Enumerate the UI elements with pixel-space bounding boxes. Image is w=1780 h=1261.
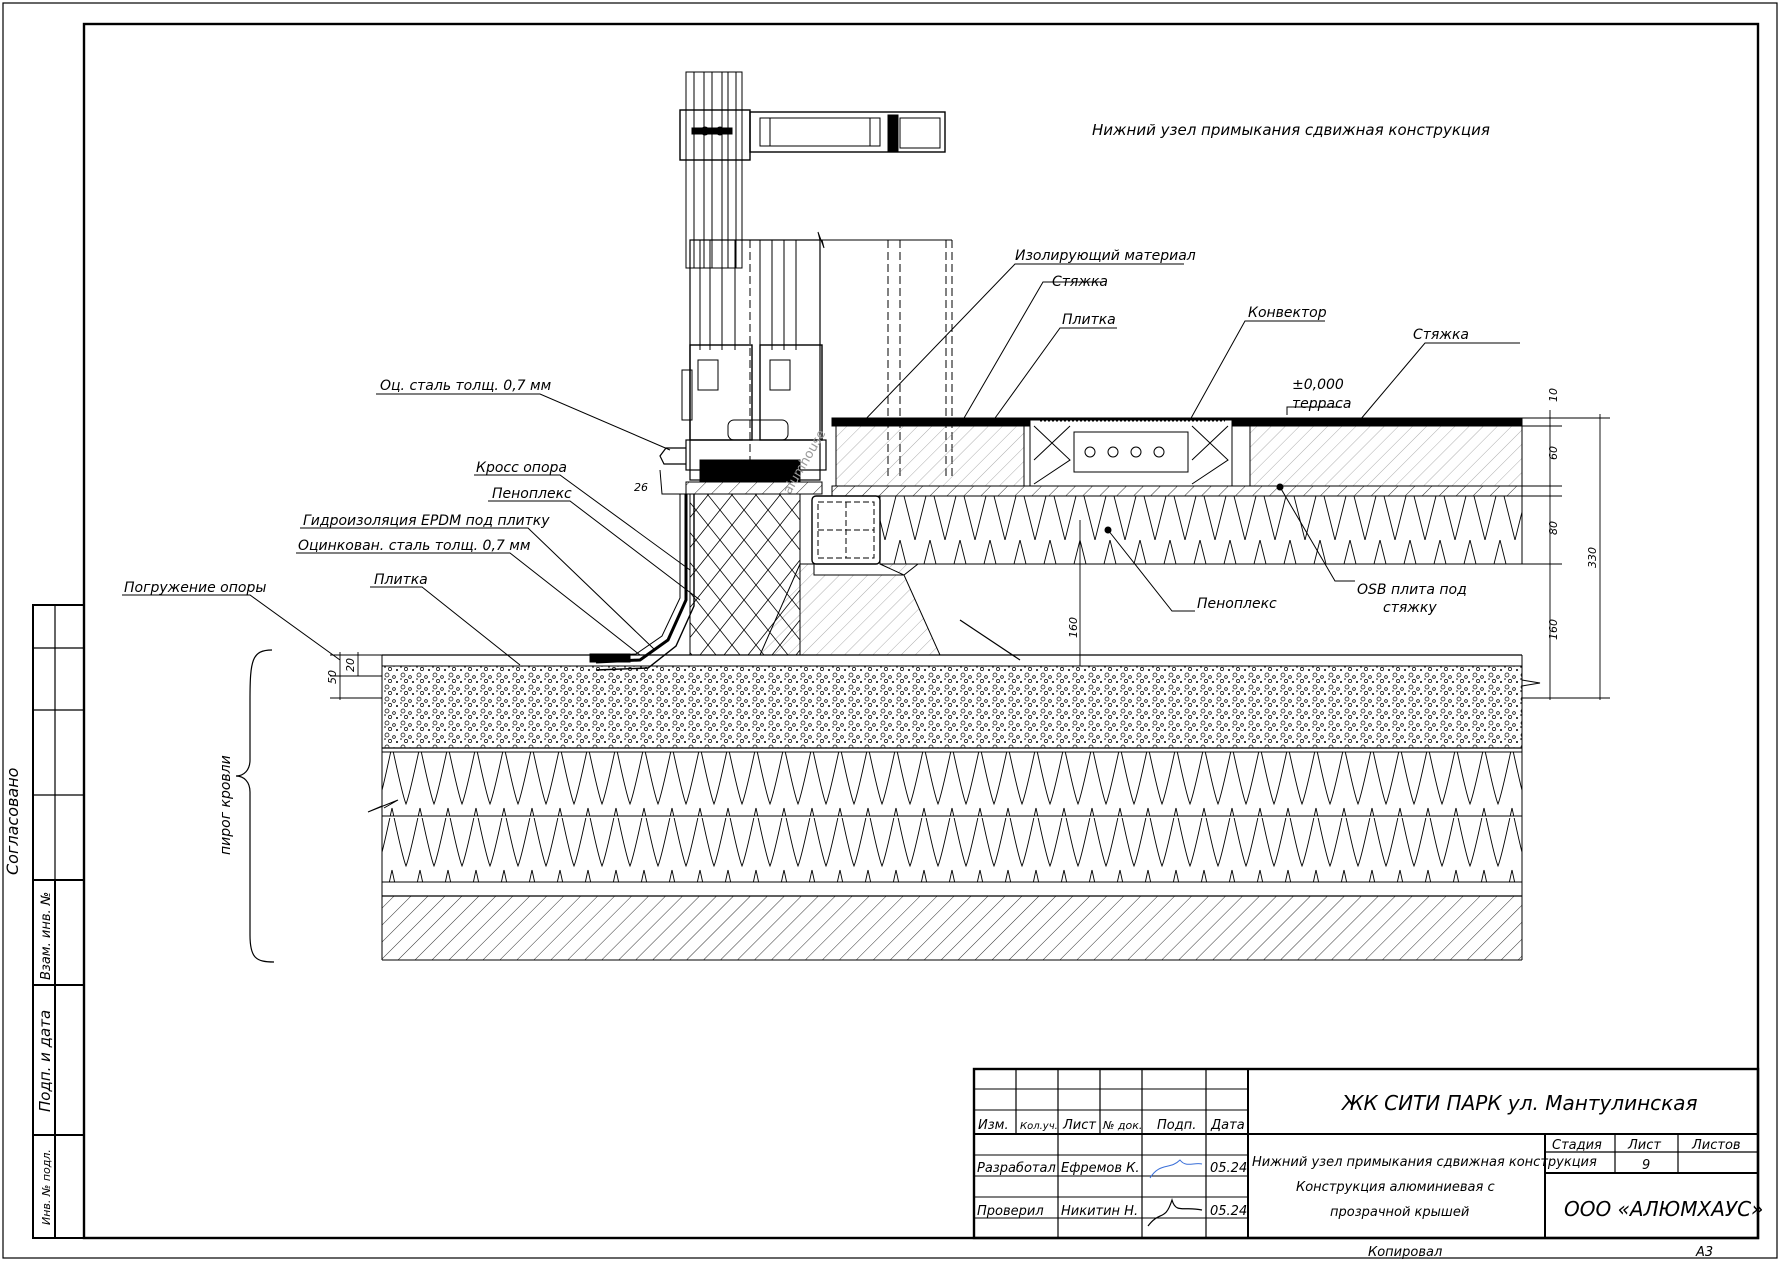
- header-podp: Подп.: [1157, 1118, 1196, 1133]
- flashing-detail: [589, 469, 695, 671]
- roof-pie-brace: [235, 649, 275, 963]
- construction-line1: Конструкция алюминиевая с: [1296, 1180, 1495, 1195]
- format-label: А3: [1695, 1245, 1713, 1260]
- dim-26: 26: [634, 481, 648, 494]
- plan-view-detail: [679, 71, 946, 269]
- dim-10: 10: [1547, 388, 1560, 402]
- dim-60: 60: [1547, 446, 1560, 460]
- label-penoplex-2: Пеноплекс: [1197, 596, 1277, 612]
- company-name: ООО «АЛЮМХАУС»: [1564, 1197, 1763, 1221]
- sheet-number: 9: [1642, 1158, 1650, 1173]
- developer-name: Ефремов К.: [1061, 1161, 1140, 1176]
- leader-lines: [122, 263, 1520, 666]
- copied-label: Копировал: [1368, 1245, 1442, 1260]
- sheet-label: Лист: [1627, 1138, 1661, 1153]
- label-steel-07: Оц. сталь толщ. 0,7 мм: [380, 378, 552, 394]
- header-kol: Кол.уч.: [1020, 1121, 1058, 1132]
- label-osb-line1: OSB плита под: [1357, 582, 1467, 598]
- label-penoplex-1: Пеноплекс: [492, 486, 572, 502]
- label-epdm: Гидроизоляция EPDM под плитку: [303, 513, 550, 529]
- label-screed-2: Стяжка: [1413, 327, 1469, 343]
- header-list: Лист: [1062, 1118, 1096, 1133]
- label-tile-1: Плитка: [1062, 312, 1116, 328]
- developer-date: 05.24: [1210, 1161, 1247, 1176]
- label-osb-line2: стяжку: [1383, 600, 1437, 616]
- drawing-title: Нижний узел примыкания сдвижная конструк…: [1092, 121, 1490, 139]
- stage-label: Стадия: [1552, 1138, 1602, 1153]
- header-izm: Изм.: [978, 1118, 1009, 1133]
- header-data: Дата: [1210, 1118, 1245, 1133]
- roof-pie: [367, 654, 1541, 961]
- dim-20: 20: [344, 658, 357, 672]
- label-level-value: ±0,000: [1292, 377, 1344, 393]
- label-galv-steel: Оцинкован. сталь толщ. 0,7 мм: [298, 538, 531, 554]
- sheet-title: Нижний узел примыкания сдвижная конструк…: [1252, 1155, 1597, 1170]
- project-name: ЖК СИТИ ПАРК ул. Мантулинская: [1340, 1091, 1698, 1115]
- dim-160-right: 160: [1547, 619, 1560, 640]
- developer-role: Разработал: [977, 1161, 1056, 1176]
- label-cross-support: Кросс опора: [476, 460, 567, 476]
- side-stamp: Согласовано Взам. инв. № Подп. и дата Ин…: [3, 604, 85, 1239]
- dim-330: 330: [1586, 547, 1599, 568]
- label-convector: Конвектор: [1248, 305, 1327, 321]
- roof-pie-label: пирог кровли: [218, 755, 234, 855]
- dim-50: 50: [326, 670, 339, 684]
- dimension-lines: [330, 410, 1610, 700]
- dim-160-mid: 160: [1067, 617, 1080, 638]
- checker-signature: [1147, 1197, 1203, 1227]
- checker-date: 05.24: [1210, 1204, 1247, 1219]
- replace-inv-label: Взам. инв. №: [39, 892, 54, 980]
- sheets-label: Листов: [1691, 1138, 1741, 1153]
- inv-orig-label: Инв. № подл.: [40, 1149, 53, 1225]
- label-support-immersion: Погружение опоры: [124, 580, 266, 596]
- checker-name: Никитин Н.: [1061, 1204, 1138, 1219]
- label-screed-1: Стяжка: [1052, 274, 1108, 290]
- developer-signature: [1149, 1159, 1203, 1179]
- label-level-name: терраса: [1292, 396, 1351, 412]
- agreed-label: Согласовано: [3, 767, 22, 875]
- checker-role: Проверил: [977, 1204, 1044, 1219]
- floor-buildup: [689, 417, 1523, 661]
- label-tile-2: Плитка: [374, 572, 428, 588]
- title-block: [972, 1067, 1760, 1240]
- sign-date-label: Подп. и дата: [36, 1010, 54, 1112]
- header-ndok: № док.: [1102, 1119, 1142, 1132]
- construction-line2: прозрачной крышей: [1330, 1205, 1469, 1220]
- dim-80: 80: [1547, 521, 1560, 535]
- label-isolating-material: Изолирующий материал: [1015, 248, 1196, 264]
